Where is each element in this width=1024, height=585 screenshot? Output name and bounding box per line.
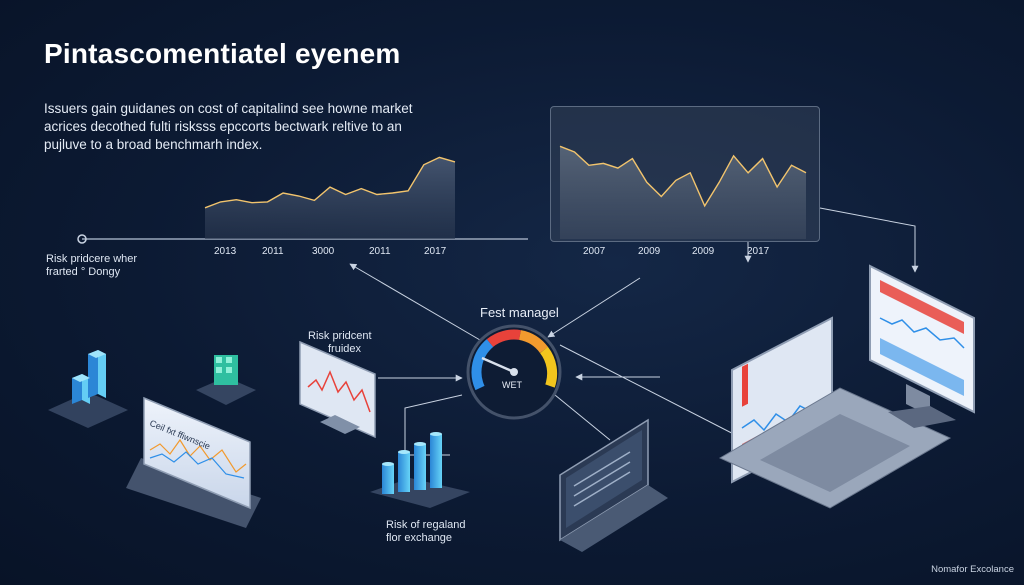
left-tick-label: 3000 [312,246,335,257]
bars-label-line: flor exchange [386,532,453,544]
right-tick-label: 2017 [747,246,770,257]
connector-arrow [554,394,611,441]
monitor-label-line: fruidex [328,343,362,355]
connector-arrow [819,207,919,273]
timeline-label-line: frarted ° Dongy [46,266,121,278]
right-area-chart [559,145,807,239]
bars-label: Risk of regaland flor exchange [386,519,466,545]
left-area-chart [204,156,456,239]
page-title: Pintascomentiatel eyenem [44,38,401,69]
timeline-start-dot [77,234,87,244]
right-tick-label: 2007 [583,246,606,257]
intro-line: Issuers gain guidanes on cost of capital… [44,101,413,116]
left-tick-label: 2011 [369,246,391,257]
risk-gauge [466,324,562,420]
intro-text: Issuers gain guidanes on cost of capital… [44,100,414,154]
monitor-label: Risk pridcent fruidex [308,330,372,356]
left-tick-label: 2013 [214,246,237,257]
bar-chart-3d-icon [370,432,470,508]
right-tick-label: 2009 [638,246,661,257]
cube-cluster-icon [196,355,256,405]
intro-line: pujluve to a broad benchmarh index. [44,137,263,152]
connector-arrow [349,263,481,341]
monitor-label-line: Risk pridcent [308,330,372,342]
laptop-small-icon [559,418,668,552]
left-chart-area [205,157,455,239]
laptop-dashboard-icon [718,316,952,509]
right-tick-label: 2009 [692,246,715,257]
connector-arrow [559,344,756,446]
bars-label-line: Risk of regaland [386,519,466,531]
intro-line: acrices decothed fulti risksss epccorts … [44,119,402,134]
right-chart-area [560,146,806,239]
left-tick-label: 2011 [262,246,284,257]
timeline-label: Risk pridcere wher frarted ° Dongy [46,253,137,279]
left-tick-label: 2017 [424,246,447,257]
desktop-monitor-icon [869,264,975,428]
risk-monitor-icon [299,340,376,439]
gauge-center-label: WET [502,380,522,390]
right-chart-line [559,145,807,208]
tablet-chart-icon [126,396,261,528]
gauge-title: Fest managel [480,305,559,320]
left-chart-line [204,156,456,209]
connector-arrow [547,277,641,338]
connector-arrow [404,394,463,456]
timeline-label-line: Risk pridcere wher [46,253,138,265]
footer-credit: Nomafor Excolance [931,564,1014,575]
bar-cubes-icon [48,350,128,428]
